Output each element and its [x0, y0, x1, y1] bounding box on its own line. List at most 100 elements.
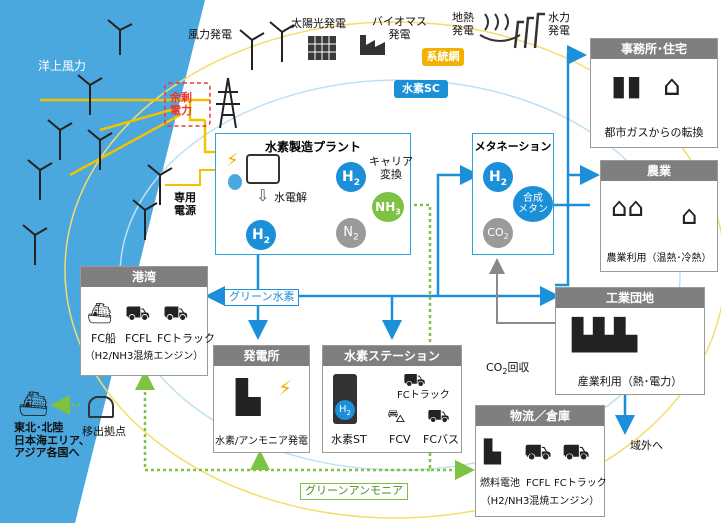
methanation-title: メタネーション	[474, 140, 552, 153]
buildings-icon: ▮▮	[611, 69, 642, 102]
solar-panel-icon	[308, 36, 336, 60]
logistics-note: （H2/NH3混焼エンジン）	[480, 496, 600, 507]
methanation-h2-sub: 2	[500, 177, 507, 188]
logistics-truck-icon: ⛟	[562, 440, 590, 465]
h2-pump-badge-label: H	[339, 404, 347, 415]
port-box: 港湾 ⛴ ⛟ ⛟ FC船 FCFL FCトラック （H2/NH3混焼エンジン）	[80, 266, 215, 376]
carrier-conversion-label: キャリア 変換	[369, 155, 413, 181]
greenhouse-icon: ⌂⌂	[611, 193, 645, 223]
export-destination-label: 東北･北陸 日本海エリア、 アジア各国へ	[14, 421, 90, 460]
synthetic-methane-node: 合成 メタン	[513, 186, 553, 222]
biomass-icon	[360, 35, 385, 55]
fcv-icon: ⛍	[387, 406, 406, 427]
outside-region-label: 域外へ	[630, 439, 663, 452]
green-hydrogen-tag: グリーン水素	[224, 289, 300, 306]
hydrogen-plant: 水素製造プラント ⚡ ⇩ 水電解 H2 H2 キャリア 変換 N2 NH3	[215, 133, 413, 255]
barn-icon: ⌂	[681, 201, 698, 231]
n2-node-label: N	[343, 225, 353, 240]
station-h2st-label: 水素ST	[331, 433, 367, 446]
surplus-power-label: 余剰 電力	[170, 91, 192, 117]
h2-carrier-node: H2	[336, 162, 366, 192]
logistics-truck-label: FCトラック	[554, 478, 607, 489]
electrolyzer-icon	[246, 154, 280, 184]
agriculture-title: 農業	[601, 161, 717, 181]
fcfl-icon: ⛟	[125, 301, 151, 325]
dedicated-power-label: 専用 電源	[174, 191, 196, 217]
office-residence-box: 事務所･住宅 ▮▮ ⌂ 都市ガスからの転換	[590, 38, 718, 148]
port-title: 港湾	[81, 267, 207, 287]
industrial-park-title: 工業団地	[556, 288, 704, 308]
methanation-co2-label: CO	[487, 226, 504, 239]
methanation-co2-node: CO2	[483, 218, 513, 248]
wind-power-label: 風力発電	[188, 28, 232, 41]
h2-node-label: H	[252, 227, 264, 243]
fc-ship-icon: ⛴	[87, 301, 113, 325]
dedicated-power-arrow	[165, 169, 215, 186]
grid-ring	[64, 21, 721, 519]
h2-node: H2	[246, 220, 276, 250]
export-hub-label: 移出拠点	[82, 425, 126, 438]
methanation-h2-node: H2	[483, 162, 513, 192]
grid-badge: 系統網	[422, 48, 464, 66]
offshore-wind-label: 洋上風力	[38, 59, 87, 73]
hydro-icon	[513, 12, 545, 49]
methanation-h2-label: H	[489, 169, 501, 185]
h2-pump-badge: H2	[335, 400, 355, 420]
lightning-icon: ⚡	[226, 150, 239, 171]
methanation-box: メタネーション H2 合成 メタン CO2	[472, 133, 554, 255]
land-turbines	[239, 21, 295, 70]
geothermal-icon	[479, 13, 521, 42]
port-item-truck: FCトラック	[157, 332, 216, 345]
hydro-power-label: 水力 発電	[548, 11, 570, 37]
logistics-title: 物流／倉庫	[476, 406, 604, 426]
industrial-park-caption: 産業利用（熱･電力）	[577, 375, 683, 388]
nh3-node-label: NH	[375, 200, 396, 214]
station-fc-bus-label: FCバス	[423, 433, 460, 446]
logistics-fuel-cell-label: 燃料電池	[480, 478, 520, 489]
warehouse-icon: ▙	[484, 440, 501, 465]
sea-area	[0, 0, 205, 523]
synthetic-methane-label: 合成 メタン	[518, 193, 548, 215]
fc-truck-station-icon: ⛟	[403, 370, 426, 391]
hydrogen-plant-title: 水素製造プラント	[264, 140, 361, 154]
hydrogen-station-title: 水素ステーション	[323, 346, 461, 366]
offshore-power-lines	[40, 98, 216, 177]
co2-recovery-label: CO2回収	[486, 361, 530, 377]
factory-icon: ▙▙▙	[572, 318, 637, 353]
water-drop-icon	[228, 174, 242, 190]
hydrogen-station-box: 水素ステーション H2 ⛟ FCトラック ⛍ ⛟ 水素ST FCV FCバス	[322, 345, 462, 453]
pylon-icon	[216, 77, 240, 129]
station-fc-truck-label: FCトラック	[397, 390, 450, 401]
h2-carrier-sub: 2	[353, 177, 360, 188]
fc-truck-icon: ⛟	[163, 301, 189, 325]
power-plant-icon: ▙	[236, 378, 261, 416]
co2-recovery-tail: 回収	[507, 361, 530, 374]
power-station-box: 発電所 ▙ ⚡ 水素/アンモニア発電	[213, 345, 310, 453]
geothermal-power-label: 地熱 発電	[452, 11, 474, 37]
methanation-co2-sub: 2	[503, 232, 509, 242]
logistics-box: 物流／倉庫 ▙ ⛟ ⛟ 燃料電池 FCFL FCトラック （H2/NH3混焼エン…	[475, 405, 607, 517]
solar-power-label: 太陽光発電	[291, 17, 346, 30]
logistics-fcfl-label: FCFL	[526, 478, 551, 489]
h2-sc-badge: 水素SC	[394, 80, 448, 98]
port-item-fcfl: FCFL	[125, 332, 152, 345]
office-residence-caption: 都市ガスからの転換	[604, 126, 704, 139]
industrial-park-box: 工業団地 ▙▙▙ 産業利用（熱･電力）	[555, 287, 705, 395]
nh3-node: NH3	[372, 192, 404, 222]
electrolysis-arrow: ⇩	[256, 186, 270, 205]
biomass-power-label: バイオマス 発電	[372, 15, 427, 41]
agriculture-caption: 農業利用（温熱･冷熱）	[606, 253, 712, 264]
logistics-fcfl-icon: ⛟	[524, 440, 552, 465]
offshore-turbines	[22, 19, 173, 265]
storage-tank-icon	[88, 396, 114, 418]
fc-bus-icon: ⛟	[427, 406, 450, 427]
office-residence-title: 事務所･住宅	[591, 39, 717, 59]
port-note: （H2/NH3混焼エンジン）	[84, 351, 204, 362]
green-ammonia-tag: グリーンアンモニア	[300, 483, 409, 500]
co2-recovery-sub: 2	[502, 367, 508, 377]
houses-icon: ⌂	[663, 69, 681, 102]
station-fcv-label: FCV	[389, 433, 411, 446]
agriculture-box: 農業 ⌂⌂ ⌂ 農業利用（温熱･冷熱）	[600, 160, 718, 272]
export-ship-icon: ⛴	[18, 390, 49, 418]
